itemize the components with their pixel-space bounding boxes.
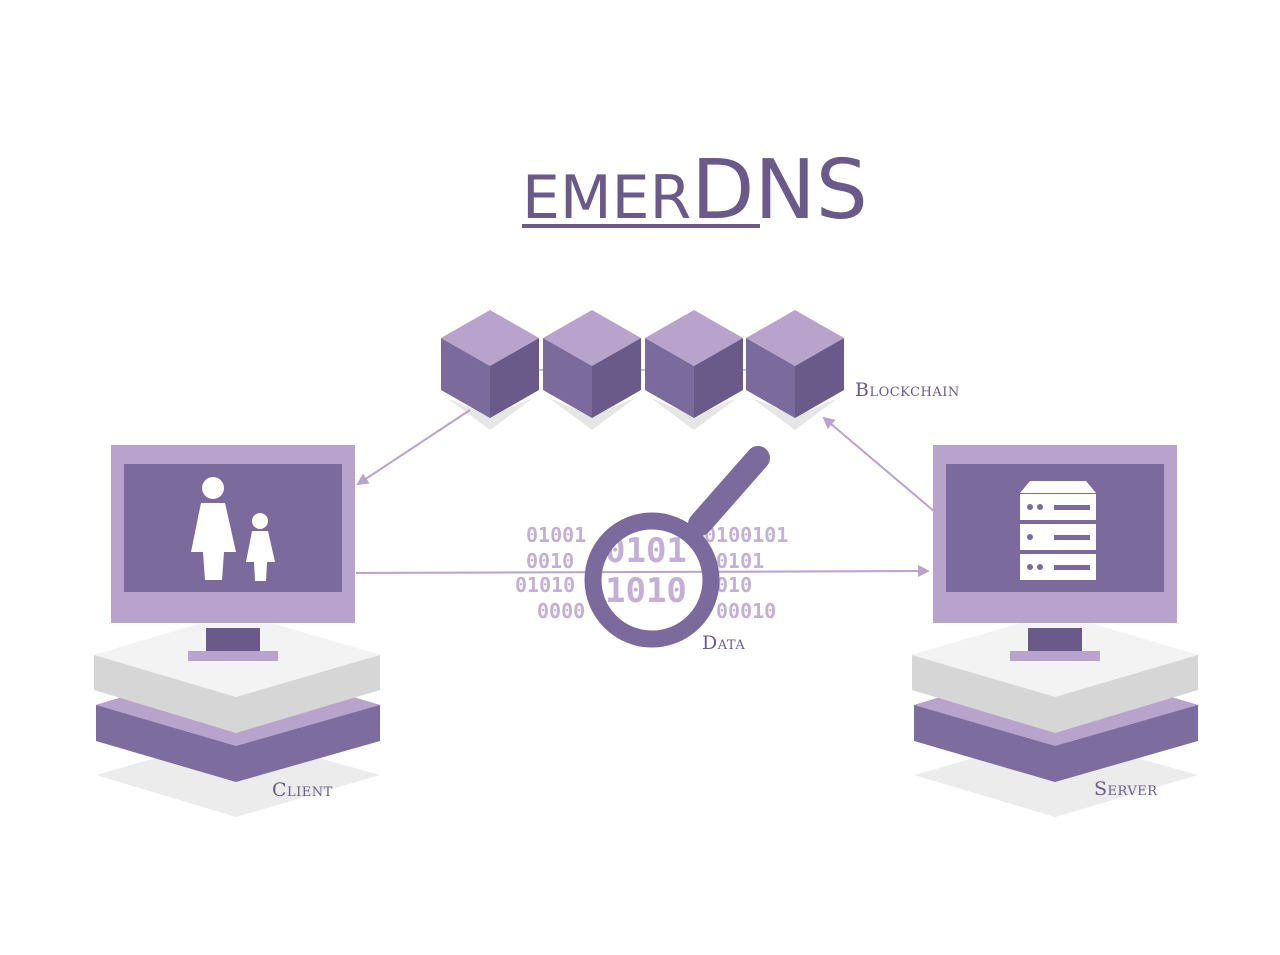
bits-row-1-left: 01001 bbox=[526, 523, 586, 547]
bits-row-2-right: 0101 bbox=[716, 549, 764, 573]
child-icon bbox=[246, 513, 275, 581]
svg-text:EMERDNS: EMERDNS bbox=[522, 143, 868, 238]
server-computer bbox=[912, 445, 1198, 817]
label-server: Server bbox=[1094, 778, 1158, 800]
binary-data: 01001 0100101 0010 0101 01010 010 0000 0… bbox=[515, 523, 788, 623]
bits-row-2-left: 0010 bbox=[526, 549, 574, 573]
client-base bbox=[188, 651, 278, 661]
label-client: Client bbox=[272, 779, 333, 801]
magnifier-icon bbox=[584, 446, 770, 648]
server-rack-icon bbox=[1020, 481, 1096, 580]
labels: Blockchain Client Server Data bbox=[272, 379, 1158, 801]
block-cube-icon bbox=[441, 310, 539, 430]
block-cube-icon bbox=[543, 310, 641, 430]
bits-big-2: 1010 bbox=[605, 571, 687, 611]
server-stand bbox=[1028, 628, 1082, 652]
arrow-server-to-blockchain bbox=[822, 416, 936, 513]
person-icon bbox=[191, 477, 236, 580]
arrow-blockchain-to-client bbox=[356, 409, 471, 486]
block-cube-icon bbox=[645, 310, 743, 430]
bits-row-3-left: 01010 bbox=[515, 573, 575, 597]
client-computer bbox=[94, 445, 380, 817]
block-cube-icon bbox=[746, 310, 844, 430]
bits-row-4-right: 00010 bbox=[716, 599, 776, 623]
title-underline bbox=[522, 224, 760, 228]
title-prefix: EMER bbox=[522, 163, 691, 233]
arrow-client-to-server bbox=[355, 565, 930, 578]
label-data: Data bbox=[702, 632, 745, 654]
blockchain bbox=[441, 310, 844, 430]
title: EMERDNS bbox=[522, 143, 868, 238]
bits-row-3-right: 010 bbox=[716, 573, 752, 597]
bits-row-1-right: 0100101 bbox=[704, 523, 788, 547]
bits-row-4-left: 0000 bbox=[537, 599, 585, 623]
label-blockchain: Blockchain bbox=[855, 379, 960, 401]
arrows bbox=[355, 409, 936, 578]
server-base bbox=[1010, 651, 1100, 661]
client-stand bbox=[206, 628, 260, 652]
client-screen bbox=[124, 464, 342, 592]
title-main: DNS bbox=[691, 143, 868, 238]
